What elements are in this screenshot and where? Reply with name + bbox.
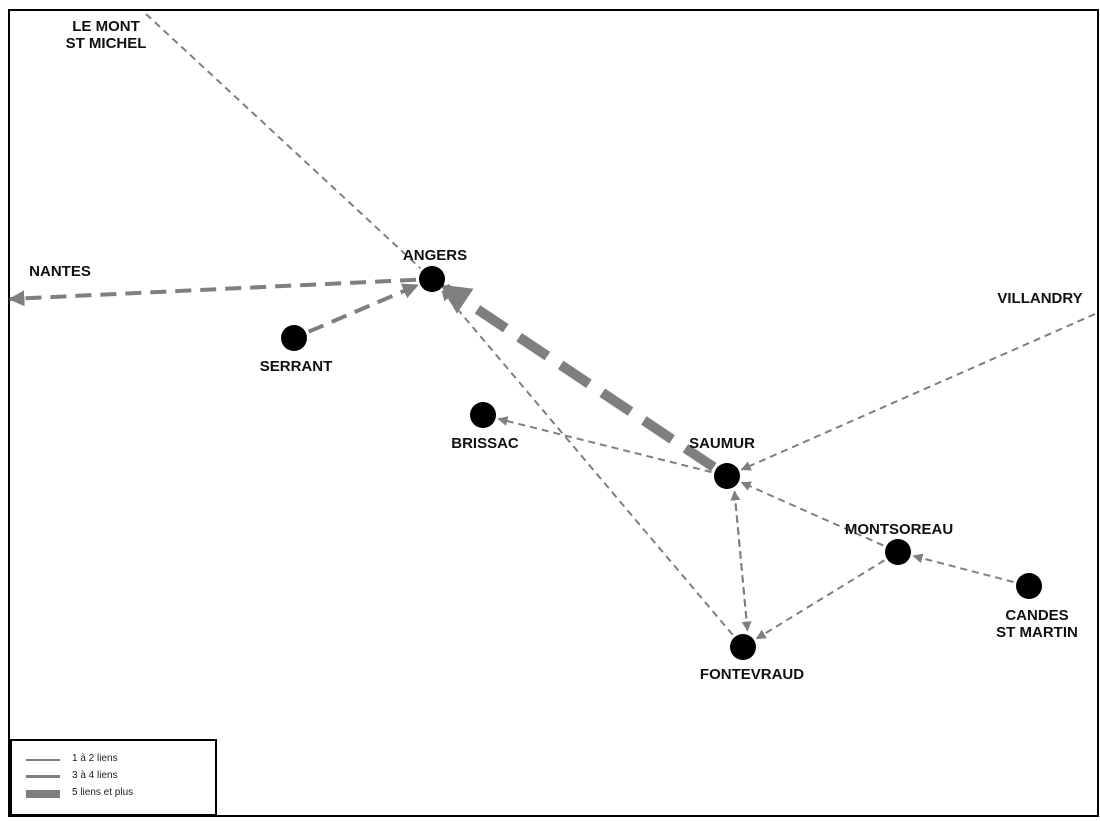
places-layer: ANGERS SERRANT BRISSAC SAUMUR MONTSOREAU CAND… — [29, 18, 1082, 683]
link-saumur-to-brissac — [497, 416, 712, 474]
place-marker-serrant — [281, 325, 307, 351]
map-frame — [8, 9, 1099, 817]
link-fontevraud-to-angers — [441, 290, 734, 636]
place-label-mont-st-michel: ST MICHEL — [66, 35, 147, 52]
place-marker-fontevraud — [730, 634, 756, 660]
place-label-montsoreau: MONTSOREAU — [845, 521, 953, 538]
link-angers-to-nantes — [8, 277, 417, 307]
link-mont-st-michel-to-angers — [145, 13, 421, 269]
place-label-candes: ST MARTIN — [996, 624, 1078, 641]
link-montsoreau-to-fontevraud — [755, 559, 885, 640]
map-legend: 1 à 2 liens 3 à 4 liens 5 liens et plus — [10, 739, 217, 816]
legend-label: 1 à 2 liens — [72, 753, 118, 764]
legend-label: 3 à 4 liens — [72, 770, 118, 781]
place-marker-candes — [1016, 573, 1042, 599]
link-serrant-to-angers — [307, 283, 419, 334]
place-label-serrant: SERRANT — [260, 358, 333, 375]
link-saumur-to-angers — [440, 283, 717, 472]
link-candes-to-montsoreau — [912, 553, 1014, 583]
place-label-angers: ANGERS — [403, 247, 467, 264]
link-fontevraud-to-saumur — [730, 490, 749, 631]
legend-line-thin — [26, 759, 60, 761]
links-layer — [8, 13, 1096, 640]
place-label-mont-st-michel: LE MONT — [72, 18, 140, 35]
link-montsoreau-to-saumur — [740, 481, 884, 547]
legend-line-medium — [26, 775, 60, 778]
legend-label: 5 liens et plus — [72, 787, 134, 798]
place-marker-brissac — [470, 402, 496, 428]
place-marker-montsoreau — [885, 539, 911, 565]
link-saumur-to-fontevraud — [733, 491, 752, 632]
legend-line-thick — [26, 790, 60, 798]
place-label-nantes: NANTES — [29, 263, 91, 280]
place-label-brissac: BRISSAC — [451, 435, 519, 452]
place-label-villandry: VILLANDRY — [997, 290, 1082, 307]
link-villandry-to-saumur — [740, 313, 1096, 471]
place-label-candes: CANDES — [1005, 607, 1068, 624]
place-marker-saumur — [714, 463, 740, 489]
place-marker-angers — [419, 266, 445, 292]
place-label-saumur: SAUMUR — [689, 435, 755, 452]
place-label-fontevraud: FONTEVRAUD — [700, 666, 804, 683]
